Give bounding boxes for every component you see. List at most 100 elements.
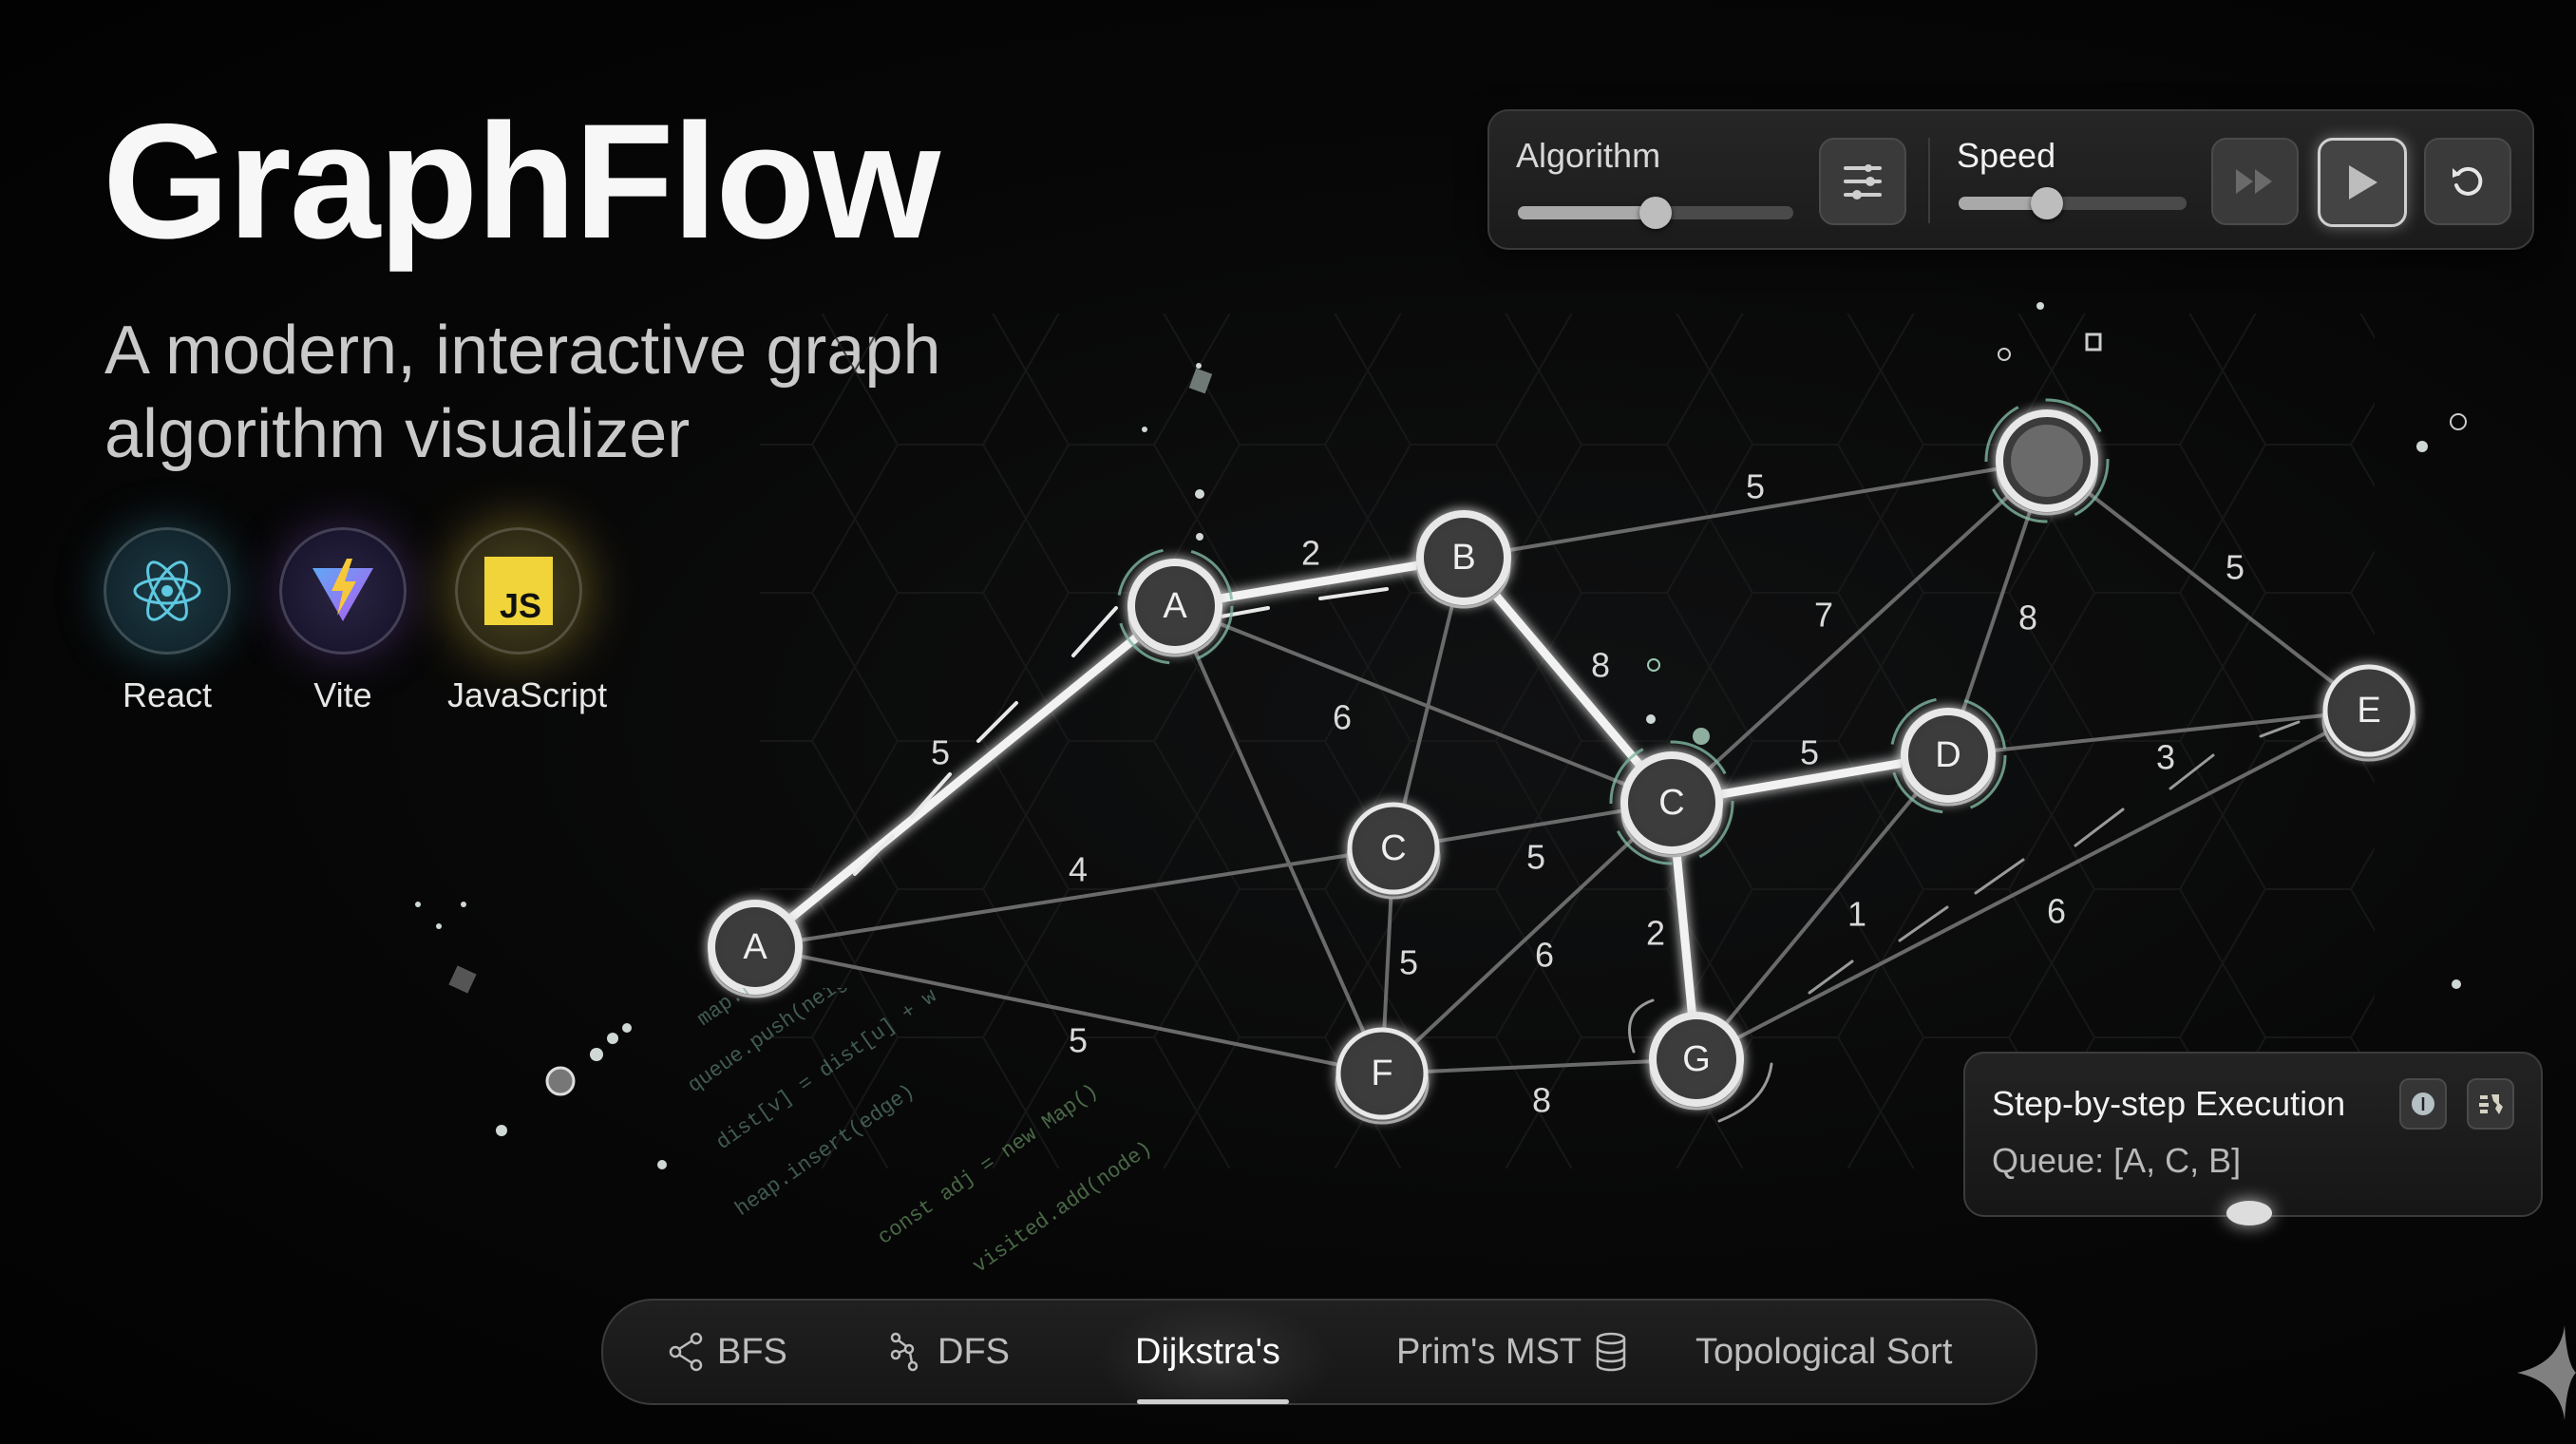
graph-edge	[2045, 459, 2371, 712]
node-label: E	[2357, 691, 2380, 731]
step-debug-button[interactable]	[2467, 1078, 2514, 1130]
algorithm-slider-fill	[1518, 206, 1656, 219]
step-debug-icon	[2479, 1094, 2503, 1114]
speed-slider-thumb[interactable]	[2031, 187, 2063, 219]
play-button[interactable]	[2318, 138, 2407, 227]
graph-node-f[interactable]: F	[1335, 1027, 1430, 1125]
graph-node-c[interactable]: C	[1346, 802, 1441, 900]
edge-weight-label: 2	[1301, 534, 1320, 573]
panel-indicator-dot	[2226, 1201, 2272, 1226]
tech-badge-vite: Vite	[272, 527, 414, 715]
active-tab-highlight	[1097, 1301, 1335, 1403]
edge-weight-label: 3	[2156, 738, 2175, 777]
react-atom-icon	[104, 527, 231, 655]
svg-text:dist[v] = dist[u] + w: dist[v] = dist[u] + w	[712, 988, 941, 1155]
node-label: B	[1451, 538, 1475, 578]
graph-edge	[1173, 604, 1674, 805]
edge-weight-label: 5	[1526, 838, 1545, 877]
algorithm-settings-button[interactable]	[1819, 138, 1906, 225]
tab-label: Topological Sort	[1695, 1331, 1953, 1372]
reset-button[interactable]	[2424, 138, 2511, 225]
graph-node-d[interactable]: D	[1889, 696, 2007, 814]
edge-weight-label: 5	[1399, 943, 1418, 982]
tech-badge-react: React	[96, 527, 238, 715]
graph-node-b[interactable]: B	[1416, 510, 1511, 609]
graph-edge	[753, 945, 1384, 1075]
graph-edge	[1173, 604, 1384, 1075]
graph-node-a[interactable]: A	[708, 900, 803, 998]
app-title: GraphFlow	[103, 90, 940, 273]
node-label: A	[743, 927, 767, 967]
speed-slider[interactable]	[1959, 187, 2187, 219]
tab-topological-sort[interactable]: Topological Sort	[1695, 1301, 1952, 1403]
play-icon	[2349, 165, 2377, 200]
graph-edge	[1462, 459, 2049, 560]
algorithm-slider-thumb[interactable]	[1639, 197, 1672, 229]
graph-node-a[interactable]: A	[1116, 547, 1234, 665]
tab-bfs[interactable]: BFS	[668, 1301, 787, 1403]
node-label: C	[1658, 783, 1684, 823]
algorithm-label: Algorithm	[1516, 136, 1661, 175]
edge-weight-label: 5	[1746, 467, 1765, 506]
tree-nodes-icon	[890, 1332, 919, 1372]
edge-weight-label: 1	[1847, 895, 1866, 934]
algorithm-slider[interactable]	[1518, 197, 1793, 229]
edge-weight-label: 4	[1069, 850, 1088, 889]
edge-weight-label: 7	[1814, 596, 1833, 635]
fast-forward-button[interactable]	[2211, 138, 2299, 225]
edge-weight-label: 6	[1535, 936, 1554, 975]
graph-node-g[interactable]: G	[1649, 1012, 1744, 1111]
tab-label: BFS	[717, 1331, 787, 1372]
node-progress-ring	[1609, 740, 1734, 865]
share-nodes-icon	[669, 1332, 703, 1372]
node-progress-ring	[1984, 398, 2110, 523]
edge-weight-label: 8	[1591, 646, 1610, 685]
active-tab-underline	[1137, 1399, 1289, 1404]
graph-edge	[1670, 459, 2049, 805]
edge-weight-label: 5	[931, 733, 950, 772]
step-panel-title: Step-by-step Execution	[1992, 1084, 2346, 1123]
graph-edge	[753, 846, 1395, 949]
graph-edge	[1380, 801, 1674, 1075]
tech-label: JavaScript	[447, 675, 608, 714]
graph-node-c[interactable]: C	[1609, 740, 1734, 865]
tab-dijkstra[interactable]: Dijkstra's	[1135, 1301, 1280, 1403]
edge-weight-label: 5	[2226, 548, 2245, 587]
subtitle-line-2: algorithm visualizer	[104, 396, 691, 472]
tab-prims-mst[interactable]: Prim's MST	[1396, 1301, 1627, 1403]
node-label: C	[1380, 828, 1406, 868]
edge-weight-label: 8	[2018, 598, 2037, 637]
particles	[415, 302, 2467, 1169]
control-divider	[1928, 138, 1930, 223]
tab-label: DFS	[938, 1331, 1010, 1372]
vite-bolt-icon	[279, 527, 407, 655]
flow-arrows	[853, 587, 2301, 1123]
tech-badge-javascript: JS JavaScript	[447, 527, 608, 715]
graph-node-unlabeled[interactable]	[1984, 398, 2110, 523]
graph-edge	[1695, 753, 1950, 1061]
sparkle-icon	[2517, 1325, 2576, 1420]
fast-forward-icon	[2236, 169, 2272, 194]
graph-nodes[interactable]: A A B E D C C F G	[708, 398, 2416, 1125]
hex-grid-background	[760, 314, 2375, 1168]
graph-edge	[1459, 553, 1676, 808]
info-button[interactable]	[2399, 1078, 2447, 1130]
javascript-js-icon: JS	[455, 527, 582, 655]
node-label: G	[1682, 1039, 1711, 1079]
svg-text:JS: JS	[500, 586, 541, 625]
svg-text:heap.insert(edge): heap.insert(edge)	[731, 1080, 919, 1222]
tab-dfs[interactable]: DFS	[888, 1301, 1010, 1403]
info-icon	[2412, 1092, 2434, 1115]
edge-weight-label: 8	[1532, 1081, 1551, 1120]
control-bar: Algorithm Speed	[1487, 109, 2534, 250]
tab-label: Prim's MST	[1396, 1331, 1582, 1372]
graph-node-e[interactable]: E	[2321, 664, 2416, 762]
sliders-icon	[1844, 164, 1882, 200]
speed-label: Speed	[1957, 136, 2056, 175]
node-label: A	[1163, 586, 1187, 626]
graph-edge	[750, 601, 1180, 952]
tech-label: Vite	[313, 675, 372, 714]
graph-edges	[750, 459, 2371, 1075]
